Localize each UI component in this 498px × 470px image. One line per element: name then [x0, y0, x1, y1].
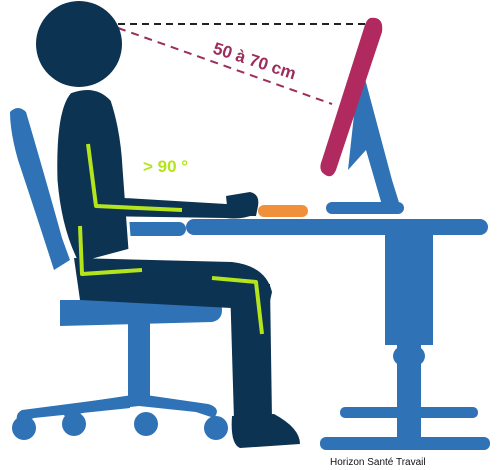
credit-caption: Horizon Santé Travail [330, 457, 426, 468]
desk-crossbar [340, 407, 478, 418]
mouse [258, 205, 308, 217]
sight-lines: 50 à 70 cm [118, 24, 372, 104]
chair-wheel-center-right [134, 412, 158, 436]
desk-leg-knob [393, 344, 425, 368]
chair-wheel-center-left [62, 412, 86, 436]
head [36, 1, 122, 87]
hand [226, 192, 258, 216]
desk-foot [320, 437, 490, 450]
lower-leg [230, 284, 272, 420]
chair-wheel-left [12, 416, 36, 440]
desk-leg-column [385, 235, 433, 345]
monitor-foot [326, 202, 404, 214]
chair-post [128, 320, 150, 398]
angle-label: > 90 ° [143, 157, 188, 176]
monitor [320, 18, 404, 214]
distance-dashed-line [118, 28, 332, 104]
chair-wheel-right [204, 416, 228, 440]
foot [232, 414, 300, 448]
desk-top [186, 219, 488, 235]
